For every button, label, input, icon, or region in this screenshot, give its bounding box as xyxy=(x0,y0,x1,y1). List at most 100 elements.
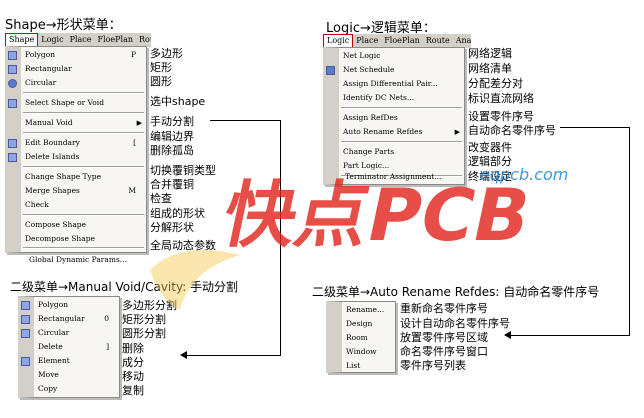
desc-check: 检查 xyxy=(150,192,172,205)
menubar-floorplan[interactable]: FloePlan xyxy=(384,36,420,45)
desc-void-rectangular: 矩形分割 xyxy=(122,313,166,326)
submenu-item-polygon[interactable]: Polygon xyxy=(21,298,119,312)
menubar-place[interactable]: Place xyxy=(356,36,379,45)
menu-separator xyxy=(23,247,144,249)
menu-item-decompose-shape[interactable]: Decompose Shape xyxy=(25,234,95,243)
menu-item-global-dynamic-params[interactable]: Global Dynamic Params... xyxy=(29,255,127,264)
shape-menubar: Shape Logic Place FloePlan Rou xyxy=(5,33,151,47)
submenu-item-rename[interactable]: Rename... xyxy=(346,305,385,314)
menu-item-net-schedule[interactable]: Net Schedule xyxy=(326,63,464,77)
menu-separator xyxy=(23,132,144,134)
desc-window: 命名零件序号窗口 xyxy=(400,345,488,358)
submenu-item-window[interactable]: Window xyxy=(346,347,377,356)
select-shape-icon xyxy=(8,99,17,108)
submenu-item-delete[interactable]: Delete] xyxy=(38,342,109,351)
submenu-item-room[interactable]: Room xyxy=(346,333,368,342)
desc-select-shape: 选中shape xyxy=(150,95,206,108)
menubar-route[interactable]: Route xyxy=(425,36,450,45)
menu-item-terminator-assignment[interactable]: Terminator Assignment... xyxy=(345,172,442,181)
menu-item-net-logic[interactable]: Net Logic xyxy=(343,51,381,60)
watermark-text: 快点PCB xyxy=(216,174,538,258)
menu-item-part-logic[interactable]: Part Logic... xyxy=(343,161,390,170)
desc-list: 零件序号列表 xyxy=(400,359,466,372)
submenu-item-element[interactable]: Element xyxy=(21,354,119,368)
desc-void-copy: 复制 xyxy=(122,384,144,397)
submenu-item-list[interactable]: List xyxy=(346,361,361,370)
submenu-arrow-icon: ▶ xyxy=(454,128,460,136)
desc-decompose-shape: 分解形状 xyxy=(150,221,194,234)
submenu-item-circular[interactable]: Circular xyxy=(21,326,119,340)
submenu-item-design[interactable]: Design xyxy=(346,319,373,328)
desc-rename: 重新命名零件序号 xyxy=(400,302,488,315)
connector-line xyxy=(280,120,281,355)
menu-item-manual-void[interactable]: Manual Void▶ xyxy=(21,116,146,130)
desc-void-element: 成分 xyxy=(122,356,144,369)
desc-assign-refdes: 设置零件序号 xyxy=(468,110,534,123)
desc-polygon: 多边形 xyxy=(150,47,183,60)
menubar-route[interactable]: Rou xyxy=(139,35,151,44)
manual-void-title: 二级菜单→Manual Void/Cavity: 手动分割 xyxy=(10,280,239,294)
menu-separator xyxy=(23,112,144,114)
polygon-icon xyxy=(21,301,30,310)
logic-section-title: Logic→逻辑菜单： xyxy=(326,21,436,36)
submenu-arrow-icon: ▶ xyxy=(136,119,142,127)
menu-item-check[interactable]: Check xyxy=(25,200,49,209)
menu-separator xyxy=(23,92,144,94)
menubar-shape[interactable]: Shape xyxy=(5,33,39,47)
menu-item-delete-islands[interactable]: Delete Islands xyxy=(8,150,146,164)
desc-rectangular: 矩形 xyxy=(150,61,172,74)
menubar-logic[interactable]: Logic xyxy=(323,34,354,48)
desc-circular: 圆形 xyxy=(150,75,172,88)
desc-void-circular: 圆形分割 xyxy=(122,327,166,340)
arrow-icon xyxy=(504,331,511,339)
menu-separator xyxy=(341,141,462,143)
desc-identify-dc-nets: 标识直流网络 xyxy=(468,92,534,105)
desc-assign-diff-pair: 分配差分对 xyxy=(468,77,523,90)
desc-void-move: 移动 xyxy=(122,370,144,383)
menu-separator xyxy=(341,175,462,177)
menu-item-rectangular[interactable]: Rectangular xyxy=(8,62,146,76)
circle-icon xyxy=(8,79,17,88)
menu-item-edit-boundary[interactable]: Edit Boundary[ xyxy=(8,136,146,150)
menu-item-compose-shape[interactable]: Compose Shape xyxy=(25,220,87,229)
menu-item-assign-diff-pair[interactable]: Assign Differential Pair... xyxy=(343,79,438,88)
logic-menubar: Logic Place FloePlan Route Analy xyxy=(323,34,471,48)
menu-separator xyxy=(23,166,144,168)
menu-item-change-parts[interactable]: Change Parts xyxy=(343,147,395,156)
menu-item-circular[interactable]: Circular xyxy=(8,76,146,90)
rectangle-icon xyxy=(21,315,30,324)
edit-boundary-icon xyxy=(8,139,17,148)
circle-icon xyxy=(21,329,30,338)
auto-rename-submenu: Rename... Design Room Window List xyxy=(326,301,396,373)
submenu-item-copy[interactable]: Copy xyxy=(38,384,58,393)
desc-delete-islands: 删除孤岛 xyxy=(150,144,194,157)
menubar-analyze[interactable]: Analy xyxy=(455,36,471,45)
menubar-place[interactable]: Place xyxy=(69,35,92,44)
menu-item-select-shape[interactable]: Select Shape or Void xyxy=(8,96,146,110)
desc-room: 放置零件序号区域 xyxy=(400,331,488,344)
submenu-item-move[interactable]: Move xyxy=(38,370,59,379)
menu-item-change-shape-type[interactable]: Change Shape Type xyxy=(25,172,102,181)
menubar-logic[interactable]: Logic xyxy=(41,35,64,44)
connector-line xyxy=(510,335,630,336)
menu-item-identify-dc-nets[interactable]: Identify DC Nets... xyxy=(343,93,414,102)
desc-part-logic: 逻辑部分 xyxy=(468,155,512,168)
delete-islands-icon xyxy=(8,153,17,162)
net-schedule-icon xyxy=(326,66,335,75)
menu-item-auto-rename-refdes[interactable]: Auto Rename Refdes▶ xyxy=(339,125,464,139)
polygon-icon xyxy=(8,51,17,60)
desc-net-schedule: 网络清单 xyxy=(468,62,512,75)
menu-item-assign-refdes[interactable]: Assign RefDes xyxy=(343,113,398,122)
menubar-floorplan[interactable]: FloePlan xyxy=(97,35,134,44)
desc-net-logic: 网络逻辑 xyxy=(468,47,512,60)
connector-line xyxy=(560,127,630,128)
desc-global-dynamic-params: 全局动态参数 xyxy=(150,239,216,252)
desc-compose-shape: 组成的形状 xyxy=(150,207,205,220)
connector-line xyxy=(629,127,630,335)
logic-menu: Net Logic Net Schedule Assign Differenti… xyxy=(323,47,465,185)
